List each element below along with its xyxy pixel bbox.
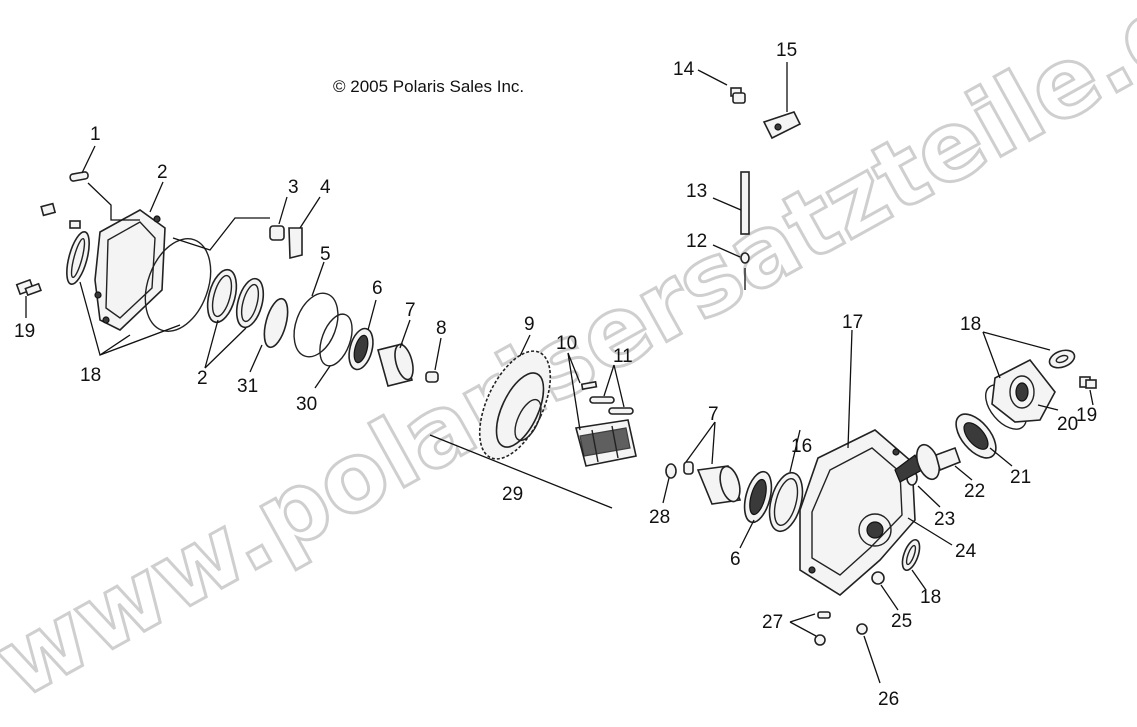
ring-gear-9 — [478, 350, 552, 460]
pin-11a — [589, 396, 615, 404]
washer-28 — [665, 463, 677, 479]
shaft-13 — [740, 171, 750, 235]
seal-18-left — [66, 231, 90, 285]
callout-2-race: 2 — [197, 368, 208, 389]
callout-1: 1 — [90, 124, 101, 145]
callout-7-right: 7 — [708, 404, 719, 425]
screw-27b — [814, 634, 826, 646]
housing-cover-2 — [94, 209, 166, 331]
callout-20: 20 — [1057, 414, 1078, 435]
callout-14: 14 — [673, 59, 695, 80]
callout-6-left: 6 — [372, 278, 383, 299]
copyright-text: © 2005 Polaris Sales Inc. — [333, 77, 524, 96]
differential-cage — [575, 419, 637, 467]
callout-24: 24 — [955, 541, 977, 562]
ring-30 — [319, 313, 353, 367]
callout-3: 3 — [288, 177, 299, 198]
ring-5 — [293, 292, 339, 358]
callout-2-cover: 2 — [157, 162, 168, 183]
bracket-4 — [288, 227, 303, 260]
callout-16: 16 — [791, 436, 812, 457]
callout-21: 21 — [1010, 467, 1031, 488]
ring-16 — [768, 471, 804, 533]
pinion-gear-22 — [894, 443, 962, 483]
callout-5: 5 — [320, 244, 331, 265]
bushing-3 — [269, 225, 285, 241]
callout-11: 11 — [613, 346, 633, 367]
callout-7-left: 7 — [405, 300, 416, 321]
main-housing-24 — [799, 429, 916, 596]
callout-labels: 1 2 3 4 19 18 2 31 5 30 6 7 8 9 10 11 29… — [14, 40, 1097, 710]
callout-22: 22 — [964, 481, 985, 502]
callout-18-upper: 18 — [960, 314, 981, 335]
dowel-pins — [40, 171, 89, 229]
sleeve-7-left — [377, 343, 414, 387]
bolt-19-right — [1079, 376, 1097, 389]
leader-lines — [25, 62, 1094, 684]
callout-27: 27 — [762, 612, 783, 633]
bolt-26 — [856, 623, 868, 635]
plate-31 — [263, 297, 289, 349]
bolt-19-left — [15, 278, 42, 297]
callout-18-left: 18 — [80, 365, 101, 386]
callout-13: 13 — [686, 181, 707, 202]
pin-7-right — [683, 461, 694, 475]
sleeve-7-right — [696, 465, 742, 505]
callout-30: 30 — [296, 394, 317, 415]
clip-15 — [762, 111, 802, 140]
pin-8 — [425, 371, 439, 383]
bearing-race-2a — [206, 268, 238, 324]
callout-19-left: 19 — [14, 321, 35, 342]
seal-18-upper — [1048, 349, 1076, 369]
callout-18-right: 18 — [920, 587, 941, 608]
callout-4: 4 — [320, 177, 331, 198]
callout-19-right: 19 — [1076, 405, 1097, 426]
callout-6-right: 6 — [730, 549, 741, 570]
nut-25 — [871, 571, 885, 585]
bearing-race-2b — [235, 277, 265, 329]
callout-12: 12 — [686, 231, 707, 252]
callout-28: 28 — [649, 507, 670, 528]
callout-8: 8 — [436, 318, 447, 339]
callout-26: 26 — [878, 689, 899, 710]
screw-27a — [817, 611, 831, 619]
pin-11b — [608, 407, 634, 415]
bolt-14 — [730, 87, 746, 104]
seal-18-right — [901, 538, 921, 572]
callout-23: 23 — [934, 509, 955, 530]
callout-10: 10 — [556, 333, 577, 354]
callout-25: 25 — [891, 611, 912, 632]
callout-15: 15 — [776, 40, 797, 61]
callout-17: 17 — [842, 312, 863, 333]
callout-9: 9 — [524, 314, 535, 335]
pin-10 — [580, 380, 598, 391]
pin-12 — [740, 252, 750, 290]
o-ring-large — [144, 238, 212, 332]
callout-29: 29 — [502, 484, 523, 505]
flange-20 — [991, 358, 1056, 423]
callout-31: 31 — [237, 376, 258, 397]
